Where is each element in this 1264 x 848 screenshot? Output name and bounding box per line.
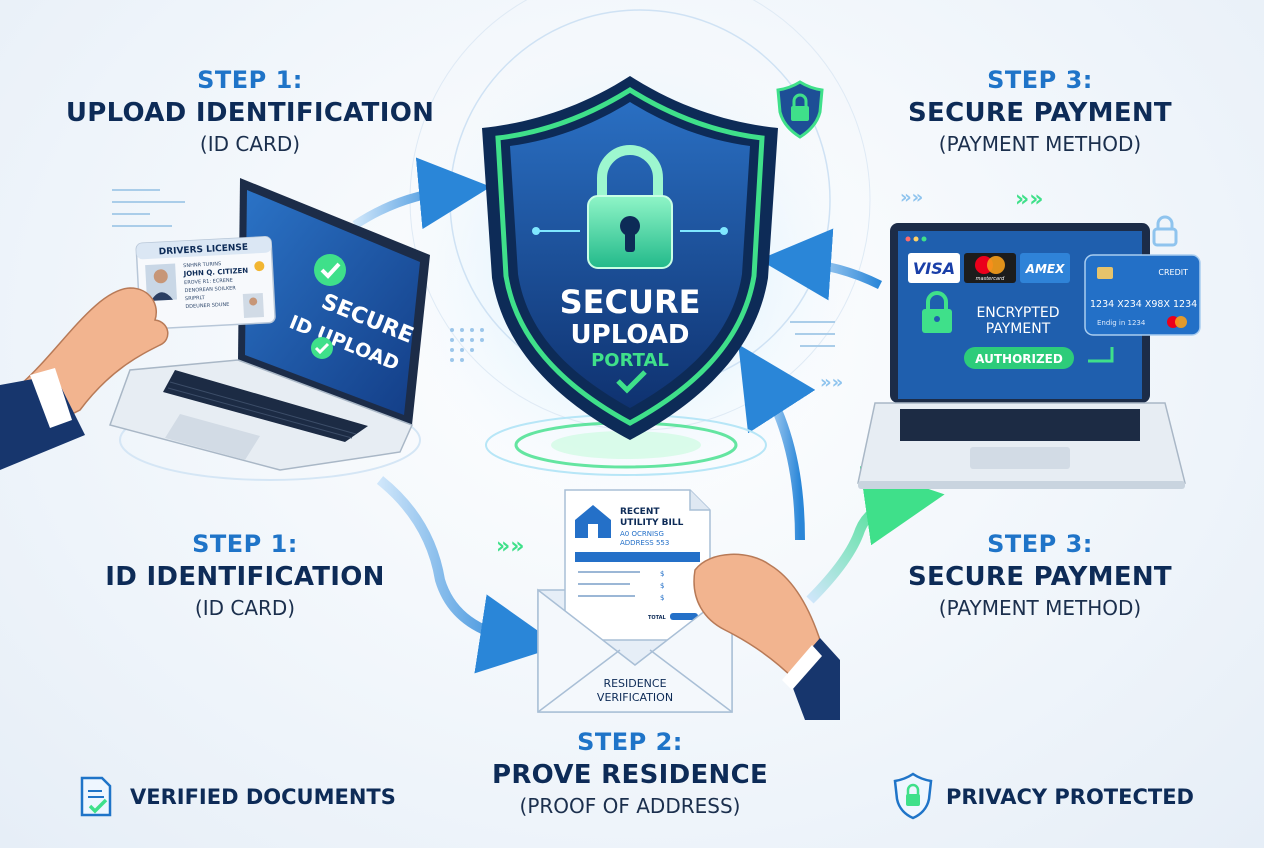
authorized-label: AUTHORIZED: [975, 352, 1063, 366]
shield-line2: UPLOAD: [571, 320, 690, 350]
check-badge-icon: [314, 254, 346, 286]
padlock-icon: [1152, 215, 1178, 247]
step-subtitle: (ID CARD): [194, 596, 296, 620]
arrow-id-to-shield: [352, 157, 491, 230]
step3-bottom-block: STEP 3: SECURE PAYMENT (PAYMENT METHOD): [870, 530, 1210, 620]
svg-text:»»: »»: [900, 187, 923, 208]
envelope: [537, 588, 733, 713]
step-title: PROVE RESIDENCE: [491, 760, 769, 790]
small-shield-lock-icon: [776, 80, 824, 139]
svg-text:$: $: [660, 594, 664, 602]
card-header: DRIVERS LICENSE: [159, 243, 249, 258]
encrypted-line2: PAYMENT: [986, 321, 1051, 337]
step-subtitle: (PAYMENT METHOD): [938, 596, 1142, 620]
mastercard-label: mastercard: [976, 276, 1006, 282]
footer-privacy-protected: PRIVACY PROTECTED: [946, 785, 1194, 809]
arrow-residence-to-payment: [806, 466, 945, 604]
card-line6: DDEUNER SDUNE: [185, 302, 229, 310]
card-line5: SRIPRLT: [185, 295, 206, 302]
encrypted-line1: ENCRYPTED: [976, 305, 1059, 321]
shield-line3: PORTAL: [591, 350, 669, 371]
arrow-residence-to-shield: [738, 344, 816, 541]
card-line3: EROVE R1: ECRENE: [184, 278, 233, 287]
bill-total-label: TOTAL: [648, 615, 667, 621]
svg-text:»»: »»: [496, 534, 524, 559]
envelope-line1: RESIDENCE: [603, 677, 666, 690]
lock-icon: [587, 145, 673, 269]
step-number: STEP 2:: [577, 728, 683, 756]
step-number: STEP 3:: [987, 530, 1093, 558]
bill-line3: A0 OCRNISG: [620, 530, 664, 538]
step-number: STEP 1:: [192, 530, 298, 558]
id-upload-laptop: SECURE ID UPLOAD DRIVERS LICENSE SNHNR T…: [0, 178, 430, 471]
step-title: ID IDENTIFICATION: [105, 562, 385, 592]
card-number: 1234 X234 X98X 1234: [1090, 299, 1197, 310]
house-icon: [575, 505, 611, 538]
step-number: STEP 3:: [987, 66, 1093, 94]
step-title: SECURE PAYMENT: [908, 562, 1172, 592]
authorized-badge: [964, 347, 1074, 369]
bill-line4: ADDRESS 553: [620, 539, 669, 547]
shield-line1: SECURE: [560, 283, 701, 321]
encrypted-lock-icon: [922, 291, 952, 333]
check-icon: [616, 370, 647, 394]
card-name: JOHN Q. CITIZEN: [182, 267, 248, 278]
amex-logo: [1020, 253, 1070, 283]
svg-text:$: $: [660, 582, 664, 590]
secure-upload-shield: SECURE UPLOAD PORTAL: [482, 76, 778, 440]
svg-text:$: $: [660, 570, 664, 578]
visa-logo: [908, 253, 960, 283]
footer-verified-documents: VERIFIED DOCUMENTS: [130, 785, 396, 809]
visa-label: VISA: [913, 259, 955, 278]
step-subtitle: (PROOF OF ADDRESS): [519, 794, 741, 818]
card-line4: DENOREAN SOILKER: [184, 285, 236, 294]
payment-laptop: VISA mastercard AMEX ENCRYPTED PAYMENT A…: [857, 223, 1201, 489]
card-line1: SNHNR TURINS: [183, 261, 221, 269]
bill-line2: UTILITY BILL: [620, 518, 684, 528]
step-title: UPLOAD IDENTIFICATION: [65, 98, 435, 128]
step3-top-block: STEP 3: SECURE PAYMENT (PAYMENT METHOD): [870, 66, 1210, 156]
svg-text:»»: »»: [1015, 187, 1043, 212]
residence-verification-illustration: RECENT UTILITY BILL A0 OCRNISG ADDRESS 5…: [537, 489, 840, 720]
step-subtitle: (ID CARD): [199, 132, 301, 156]
envelope-line2: VERIFICATION: [597, 691, 673, 704]
step-number: STEP 1:: [197, 66, 303, 94]
arrow-payment-to-shield: [759, 228, 883, 301]
card-type-label: CREDIT: [1158, 268, 1188, 277]
bill-line1: RECENT: [620, 507, 660, 517]
verified-documents-icon: [80, 776, 112, 817]
step1-bottom-block: STEP 1: ID IDENTIFICATION (ID CARD): [60, 530, 430, 620]
step-title: SECURE PAYMENT: [908, 98, 1172, 128]
step2-block: STEP 2: PROVE RESIDENCE (PROOF OF ADDRES…: [470, 728, 790, 818]
step1-top-block: STEP 1: UPLOAD IDENTIFICATION (ID CARD): [40, 66, 460, 156]
step-subtitle: (PAYMENT METHOD): [938, 132, 1142, 156]
privacy-protected-icon: [893, 772, 933, 820]
svg-text:»»: »»: [820, 372, 843, 393]
card-holder: Endig in 1234: [1097, 319, 1146, 327]
amex-label: AMEX: [1025, 262, 1065, 276]
arrow-id-to-residence: [376, 476, 560, 674]
credit-card: [1084, 254, 1201, 336]
